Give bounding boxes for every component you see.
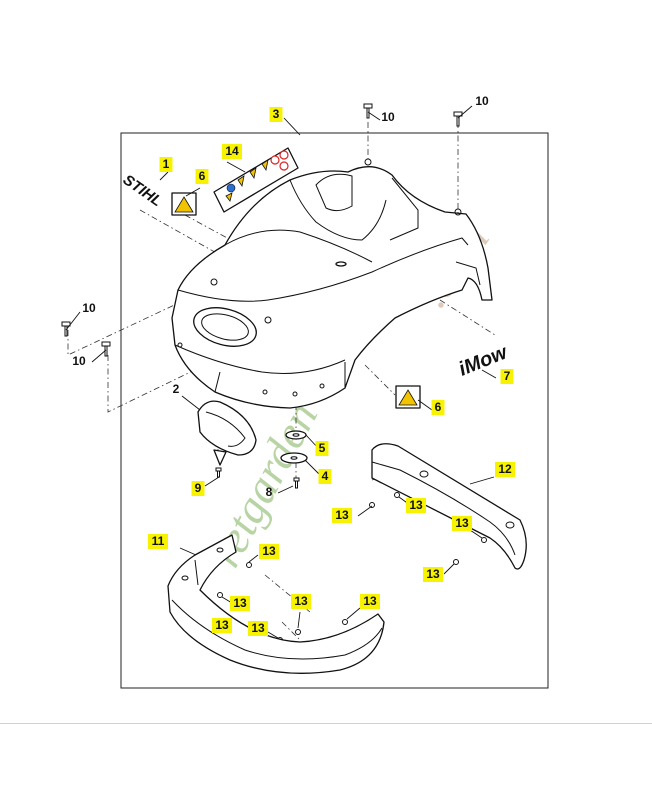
- warning-decal-left: [171, 192, 197, 216]
- callout-number-13: 13: [335, 508, 349, 522]
- callout-highlight: [500, 369, 514, 384]
- callout-highlight: [360, 594, 380, 609]
- callout-highlight: [423, 567, 443, 582]
- callout-number-10: 10: [381, 110, 395, 124]
- callout-number-12: 12: [498, 462, 512, 476]
- callout-number-5: 5: [319, 441, 326, 455]
- callout-highlight: [195, 169, 209, 184]
- stihl-decal: STIHL: [120, 171, 165, 210]
- callout-number-4: 4: [322, 469, 329, 483]
- callout-highlight: [212, 618, 232, 633]
- callout-number-13: 13: [215, 618, 229, 632]
- callout-number-6: 6: [199, 169, 206, 183]
- callout-number-13: 13: [233, 596, 247, 610]
- callout-highlight: [191, 481, 205, 496]
- callout-number-13: 13: [262, 544, 276, 558]
- callout-number-13: 13: [426, 567, 440, 581]
- callout-number-10: 10: [475, 94, 489, 108]
- callout-highlight: [291, 594, 311, 609]
- callout-number-13: 13: [409, 498, 423, 512]
- callout-number-8: 8: [266, 485, 273, 499]
- warning-decal-right: [395, 385, 421, 409]
- main-housing: [171, 158, 493, 409]
- callout-highlight: [222, 144, 242, 159]
- callout-highlight: [159, 157, 173, 172]
- callout-number-3: 3: [273, 107, 280, 121]
- callout-highlight: [452, 516, 472, 531]
- callout-highlight: [332, 508, 352, 523]
- callout-number-10: 10: [72, 354, 86, 368]
- callout-highlight: [318, 469, 332, 484]
- front-bumper: [167, 534, 385, 674]
- callout-number-7: 7: [504, 369, 511, 383]
- callout-number-2: 2: [173, 382, 180, 396]
- callout-highlight: [431, 400, 445, 415]
- callout-number-9: 9: [195, 481, 202, 495]
- warning-sticker-sheet: [213, 147, 299, 213]
- callout-number-11: 11: [152, 534, 165, 548]
- callout-number-13: 13: [251, 621, 265, 635]
- callout-highlight: [406, 498, 426, 513]
- right-bumper: [371, 443, 527, 570]
- callout-number-13: 13: [363, 594, 377, 608]
- callout-number-13: 13: [455, 516, 469, 530]
- callout-number-14: 14: [225, 144, 239, 158]
- callout-number-6: 6: [435, 400, 442, 414]
- callout-highlight: [315, 441, 329, 456]
- callout-highlight: [269, 107, 283, 122]
- diagram-frame: [120, 132, 549, 689]
- callout-number-10: 10: [82, 301, 96, 315]
- callout-highlight: [148, 534, 168, 549]
- lens-cover: [197, 400, 257, 466]
- callout-highlight: [259, 544, 279, 559]
- callout-highlight: [248, 621, 268, 636]
- page-divider-line: [0, 723, 652, 724]
- callout-highlight: [230, 596, 250, 611]
- washer-part-4: [280, 452, 308, 464]
- washer-part-5: [285, 430, 307, 440]
- callout-number-13: 13: [294, 594, 308, 608]
- callout-number-1: 1: [163, 157, 170, 171]
- callout-highlight: [495, 462, 515, 477]
